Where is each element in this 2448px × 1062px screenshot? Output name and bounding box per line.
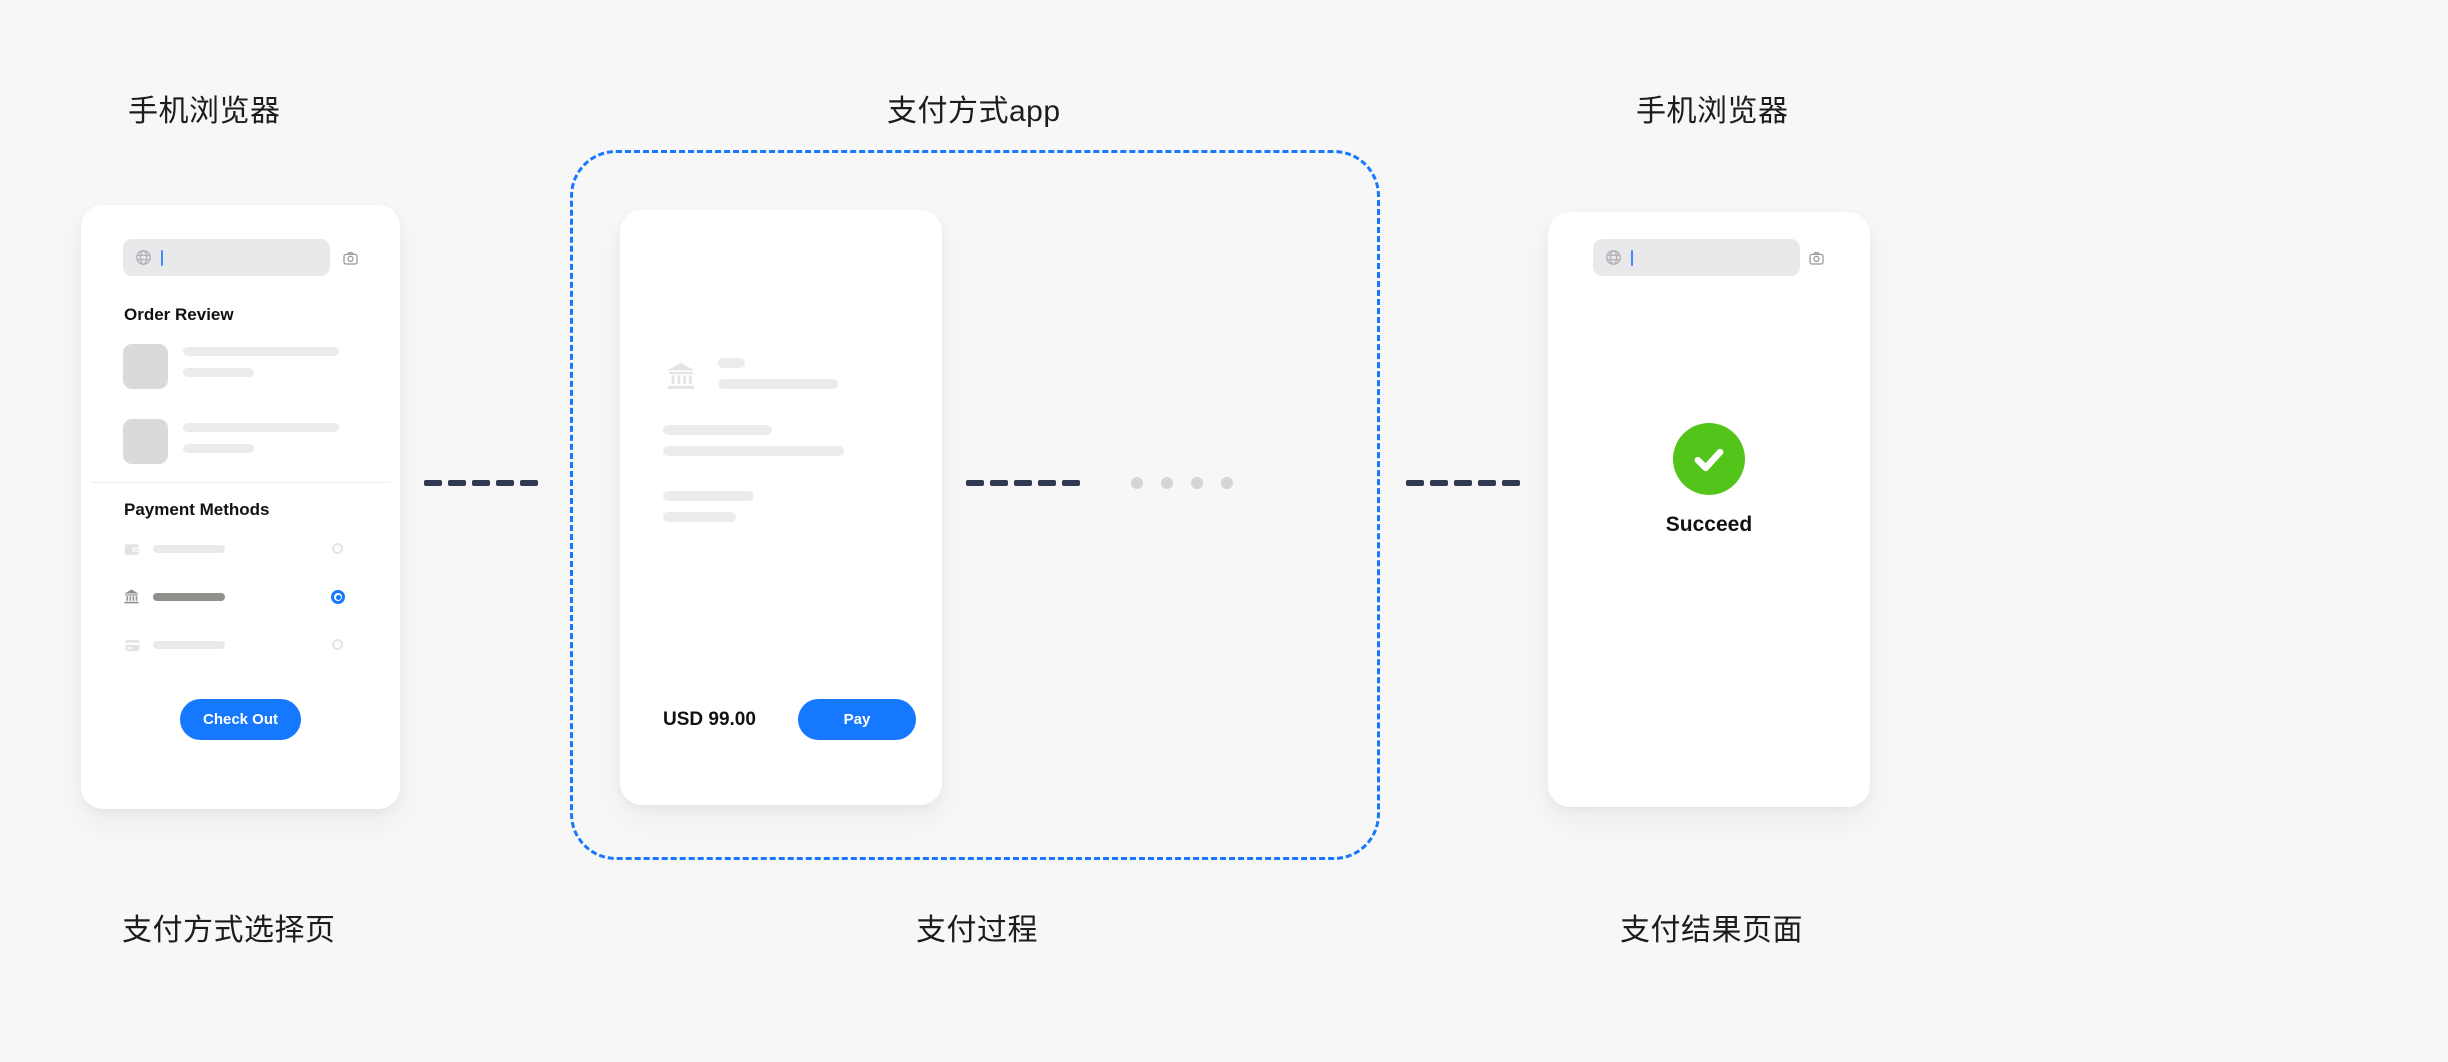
phone-selection-page: Order Review Payment Methods Check Out	[81, 205, 400, 809]
text-cursor	[1631, 249, 1633, 266]
camera-icon[interactable]	[1808, 250, 1825, 267]
result-status-text: Succeed	[1665, 513, 1753, 536]
bank-icon	[123, 588, 140, 605]
check-circle-icon	[1673, 423, 1745, 495]
section-divider	[91, 482, 390, 483]
skeleton-line-selected	[153, 593, 225, 601]
dash	[1502, 480, 1520, 486]
skeleton-line	[663, 446, 844, 456]
address-bar[interactable]	[123, 239, 330, 276]
dash	[990, 480, 1008, 486]
flow-connector-3	[1406, 480, 1520, 486]
skeleton-line	[183, 444, 254, 453]
dash	[1430, 480, 1448, 486]
product-thumbnail	[123, 344, 168, 389]
phone-payment-app: USD 99.00 Pay	[620, 210, 942, 805]
globe-icon	[134, 248, 153, 267]
progress-dot	[1131, 477, 1143, 489]
dash	[1014, 480, 1032, 486]
card-icon	[124, 637, 141, 654]
radio-selected[interactable]	[331, 590, 345, 604]
dash	[448, 480, 466, 486]
dash	[966, 480, 984, 486]
address-bar[interactable]	[1593, 239, 1800, 276]
stage-label-payment-app: 支付方式app	[887, 95, 1061, 128]
flow-connector-1	[424, 480, 538, 486]
stage-label-selection-page: 支付方式选择页	[122, 914, 336, 947]
progress-dot	[1221, 477, 1233, 489]
text-cursor	[161, 249, 163, 266]
skeleton-line	[183, 368, 254, 377]
radio-unselected[interactable]	[332, 639, 343, 650]
skeleton-line	[663, 512, 736, 522]
skeleton-line	[183, 347, 339, 356]
stage-label-browser-right: 手机浏览器	[1636, 95, 1789, 128]
dash	[496, 480, 514, 486]
skeleton-line	[718, 358, 745, 368]
progress-dot	[1191, 477, 1203, 489]
dash	[424, 480, 442, 486]
payment-app-boundary	[570, 150, 1380, 860]
product-thumbnail	[123, 419, 168, 464]
dash	[1478, 480, 1496, 486]
progress-dot	[1161, 477, 1173, 489]
skeleton-line	[718, 379, 838, 389]
radio-unselected[interactable]	[332, 543, 343, 554]
phone-result-page: Succeed	[1548, 212, 1870, 807]
skeleton-line	[663, 491, 754, 501]
stage-label-payment-process: 支付过程	[916, 914, 1038, 947]
skeleton-line	[153, 545, 225, 553]
bank-icon	[665, 360, 697, 392]
flow-connector-2	[966, 480, 1080, 486]
payment-amount: USD 99.00	[663, 709, 756, 730]
progress-dots	[1131, 477, 1233, 489]
skeleton-line	[183, 423, 339, 432]
skeleton-line	[153, 641, 225, 649]
order-review-heading: Order Review	[124, 305, 234, 324]
payment-methods-heading: Payment Methods	[124, 500, 270, 519]
stage-label-browser-left: 手机浏览器	[128, 95, 281, 128]
dash	[1062, 480, 1080, 486]
dash	[1454, 480, 1472, 486]
camera-icon[interactable]	[342, 250, 359, 267]
globe-icon	[1604, 248, 1623, 267]
stage-label-result-page: 支付结果页面	[1620, 914, 1803, 947]
pay-button[interactable]: Pay	[798, 699, 916, 740]
wallet-icon	[124, 541, 141, 558]
dash	[1038, 480, 1056, 486]
dash	[472, 480, 490, 486]
dash	[520, 480, 538, 486]
checkout-button[interactable]: Check Out	[180, 699, 301, 740]
dash	[1406, 480, 1424, 486]
skeleton-line	[663, 425, 772, 435]
